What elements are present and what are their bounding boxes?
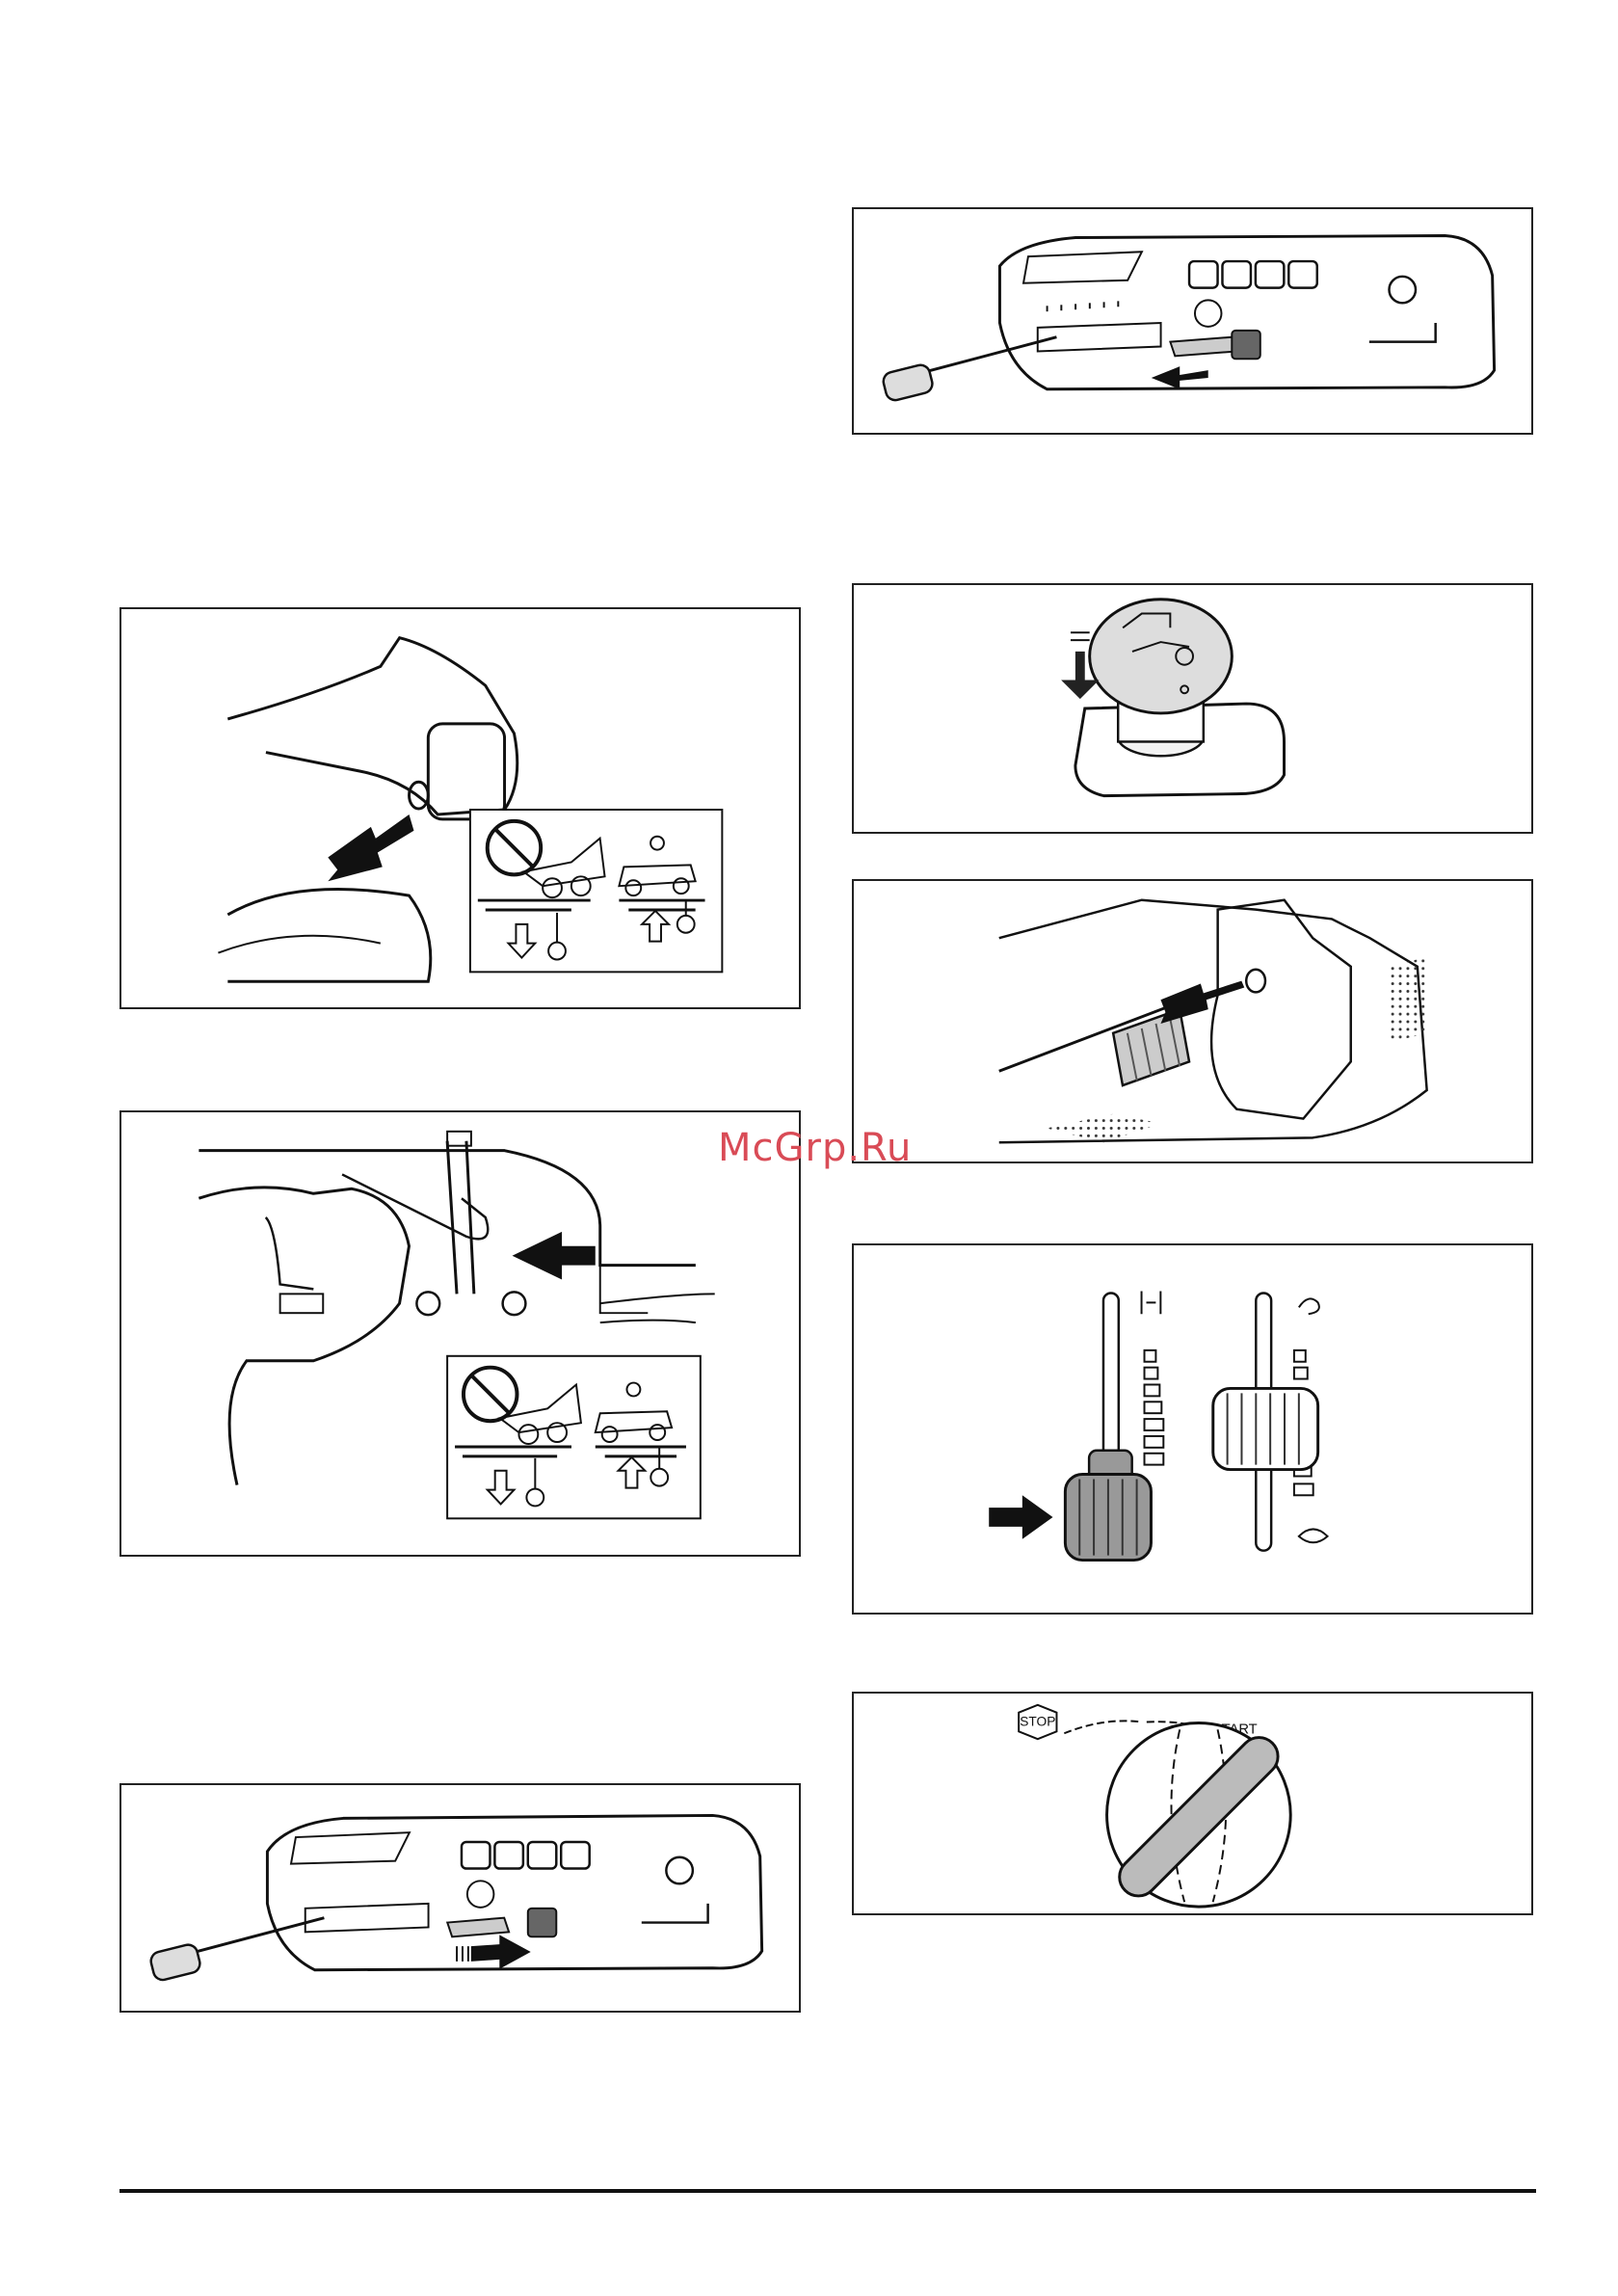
throttle-illustration (854, 1245, 1531, 1613)
figure-dashboard-lever-right (119, 1783, 801, 2013)
hare-icon (1299, 1298, 1319, 1314)
watermark-text: McGrp.Ru (718, 1126, 912, 1170)
figure-pin-safety-decal-1 (119, 607, 801, 1009)
figure-seat-lever (852, 879, 1533, 1163)
pin-illustration-1 (121, 609, 799, 1007)
stop-label: STOP (1020, 1714, 1055, 1728)
dashboard-illustration-2 (121, 1785, 799, 2011)
pin-illustration-2 (121, 1112, 799, 1555)
pto-button-illustration (854, 585, 1531, 832)
figure-ignition-key: STOP START (852, 1692, 1533, 1915)
turtle-icon (1299, 1529, 1328, 1542)
footer-rule (119, 2189, 1536, 2193)
seat-lever-illustration (854, 881, 1531, 1161)
figure-pin-safety-decal-2 (119, 1110, 801, 1557)
figure-dashboard-lever-left (852, 207, 1533, 435)
figure-pto-button (852, 583, 1533, 834)
figure-throttle-levers (852, 1243, 1533, 1615)
ignition-illustration: STOP START (854, 1694, 1531, 1913)
dashboard-illustration (854, 209, 1531, 433)
